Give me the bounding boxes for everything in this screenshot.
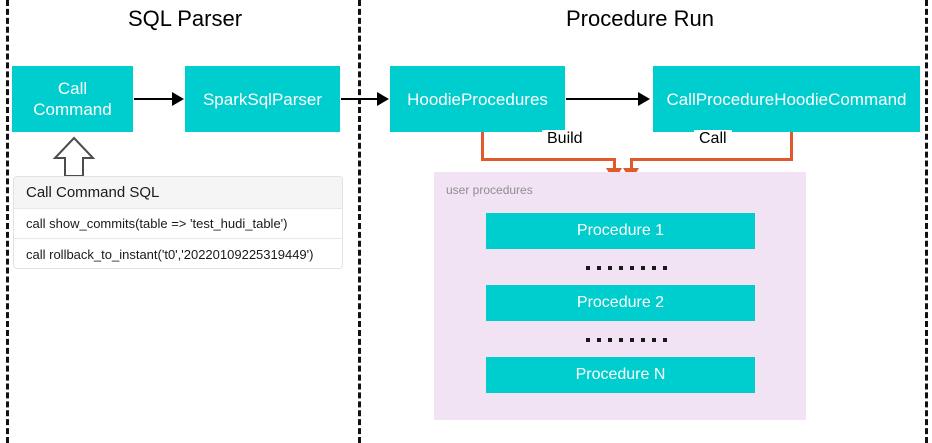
arrow-hoodie-procedures-to-call-procedure-hoodie-command	[566, 98, 640, 100]
node-call-command-label-line1: Call	[57, 79, 88, 98]
arrow-head-spark-sql-parser-to-hoodie-procedures	[377, 92, 389, 106]
user-procedures-label: user procedures	[446, 183, 533, 197]
procedure-item-label: Procedure 1	[576, 222, 665, 239]
arrow-call-command-to-spark-sql-parser	[134, 98, 174, 100]
node-call-command-label-line2: Command	[33, 100, 112, 119]
node-call-command[interactable]: Call Command	[12, 66, 133, 132]
ellipsis-dots-2	[586, 338, 667, 342]
procedure-item[interactable]: Procedure 2	[486, 285, 755, 321]
edge-call-segment-vertical-end	[630, 158, 633, 170]
arrow-spark-sql-parser-to-hoodie-procedures	[341, 98, 379, 100]
ellipsis-dots-1	[586, 266, 667, 270]
procedure-item[interactable]: Procedure 1	[486, 213, 755, 249]
procedure-item[interactable]: Procedure N	[486, 357, 755, 393]
node-call-procedure-hoodie-command-label: CallProcedureHoodieCommand	[666, 89, 907, 109]
edge-label-build: Build	[542, 130, 588, 148]
sql-table-row: call rollback_to_instant('t0','202201092…	[14, 239, 342, 268]
arrow-head-call-command-to-spark-sql-parser	[172, 92, 184, 106]
lane-title-procedure-run: Procedure Run	[566, 6, 714, 31]
edge-call-segment-horizontal	[630, 158, 793, 161]
node-spark-sql-parser-label: SparkSqlParser	[202, 89, 323, 109]
lane-title-sql-parser: SQL Parser	[127, 6, 243, 31]
node-hoodie-procedures-label: HoodieProcedures	[407, 89, 548, 109]
sql-table-row: call show_commits(table => 'test_hudi_ta…	[14, 209, 342, 239]
swimlane-divider-middle	[358, 0, 361, 443]
node-hoodie-procedures[interactable]: HoodieProcedures	[390, 66, 565, 132]
edge-build-segment-vertical-end	[613, 158, 616, 170]
edge-label-call: Call	[694, 130, 732, 148]
edge-build-segment-vertical-start	[481, 132, 484, 160]
procedure-item-label: Procedure N	[575, 366, 666, 383]
swimlane-divider-left	[6, 0, 9, 443]
edge-build-segment-horizontal	[481, 158, 615, 161]
node-call-procedure-hoodie-command[interactable]: CallProcedureHoodieCommand	[653, 66, 920, 132]
procedure-item-label: Procedure 2	[576, 294, 665, 311]
call-command-sql-table: Call Command SQL call show_commits(table…	[13, 176, 343, 269]
edge-call-segment-vertical-start	[790, 132, 793, 160]
swimlane-divider-right	[925, 0, 928, 443]
arrow-head-hoodie-procedures-to-call-procedure-hoodie-command	[638, 92, 650, 106]
node-spark-sql-parser[interactable]: SparkSqlParser	[185, 66, 340, 132]
sql-table-header: Call Command SQL	[14, 177, 342, 209]
